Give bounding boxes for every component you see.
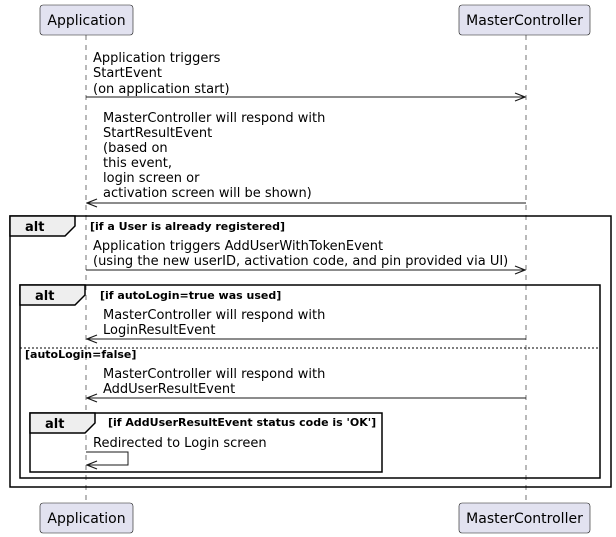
message-text-line: login screen or xyxy=(103,171,200,186)
alt-condition: [if a User is already registered] xyxy=(90,220,285,233)
message-text-line: AddUserResultEvent xyxy=(103,382,235,397)
message-text-line: LoginResultEvent xyxy=(103,323,215,338)
alt-keyword: alt xyxy=(45,417,64,432)
message-text-line: (using the new userID, activation code, … xyxy=(93,254,508,269)
alt-frame-user-registered: alt [if a User is already registered] xyxy=(9,215,612,488)
participant-master-controller-bottom: MasterController xyxy=(458,502,591,534)
message-add-user-result-event: MasterController will respond with AddUs… xyxy=(87,367,526,398)
message-text-line: MasterController will respond with xyxy=(103,367,325,382)
message-start-event: Application triggers StartEvent (on appl… xyxy=(86,51,525,97)
participant-label: Application xyxy=(47,13,125,29)
participant-label: Application xyxy=(47,511,125,527)
else-condition: [autoLogin=false] xyxy=(25,348,136,361)
alt-keyword: alt xyxy=(25,220,44,235)
alt-keyword: alt xyxy=(35,289,54,304)
message-text-line: Application triggers xyxy=(93,51,221,66)
participant-master-controller-top: MasterController xyxy=(458,4,591,36)
alt-frame-auto-login: alt [if autoLogin=true was used] [autoLo… xyxy=(19,284,601,479)
alt-condition: [if AddUserResultEvent status code is 'O… xyxy=(108,416,376,429)
message-text-line: Redirected to Login screen xyxy=(93,436,267,451)
participant-application-top: Application xyxy=(39,4,134,36)
message-text-line: (based on xyxy=(103,141,168,156)
message-text-line: (on application start) xyxy=(93,82,230,97)
message-start-result-event: MasterController will respond with Start… xyxy=(87,111,526,203)
participant-label: MasterController xyxy=(466,13,583,29)
alt-condition: [if autoLogin=true was used] xyxy=(100,289,281,302)
message-text-line: activation screen will be shown) xyxy=(103,186,312,201)
message-text-line: MasterController will respond with xyxy=(103,308,325,323)
alt-frame-add-user-ok: alt [if AddUserResultEvent status code i… xyxy=(29,412,383,473)
message-text-line: StartResultEvent xyxy=(103,126,212,141)
message-add-user-with-token-event: Application triggers AddUserWithTokenEve… xyxy=(86,239,525,270)
message-text-line: StartEvent xyxy=(93,66,162,81)
message-login-result-event: MasterController will respond with Login… xyxy=(87,308,526,339)
message-redirect-login: Redirected to Login screen xyxy=(86,436,267,465)
message-arrow xyxy=(86,451,129,465)
message-text-line: this event, xyxy=(103,156,172,171)
participant-application-bottom: Application xyxy=(39,502,134,534)
participant-label: MasterController xyxy=(466,511,583,527)
message-text-line: Application triggers AddUserWithTokenEve… xyxy=(93,239,383,254)
message-text-line: MasterController will respond with xyxy=(103,111,325,126)
